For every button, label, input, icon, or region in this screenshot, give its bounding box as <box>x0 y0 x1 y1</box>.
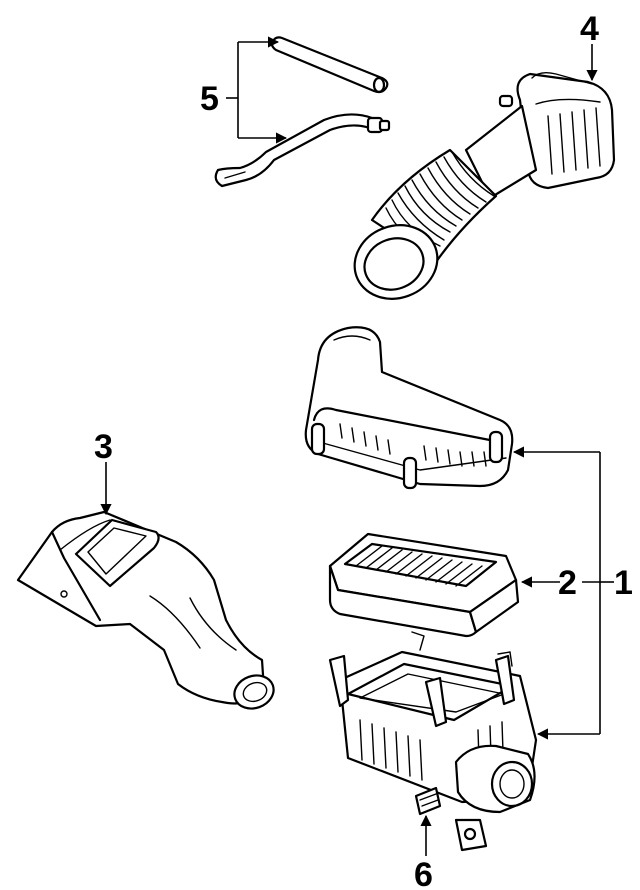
intake-duct-part <box>353 71 616 300</box>
callout-1: 1 <box>614 564 633 602</box>
lower-duct-part <box>16 510 275 710</box>
callout-5: 5 <box>200 80 219 118</box>
callout-2: 2 <box>558 564 577 602</box>
bolt-part <box>414 786 442 816</box>
callout-3: 3 <box>94 428 113 466</box>
hose-straight-part <box>270 36 389 94</box>
filter-element-part <box>328 532 520 638</box>
callout-4: 4 <box>580 10 599 48</box>
air-cleaner-case-part <box>328 631 538 852</box>
air-cleaner-cover-part <box>304 326 514 490</box>
callout-leaders <box>100 36 614 856</box>
hose-bent-part <box>214 113 391 188</box>
callout-6: 6 <box>414 856 433 890</box>
